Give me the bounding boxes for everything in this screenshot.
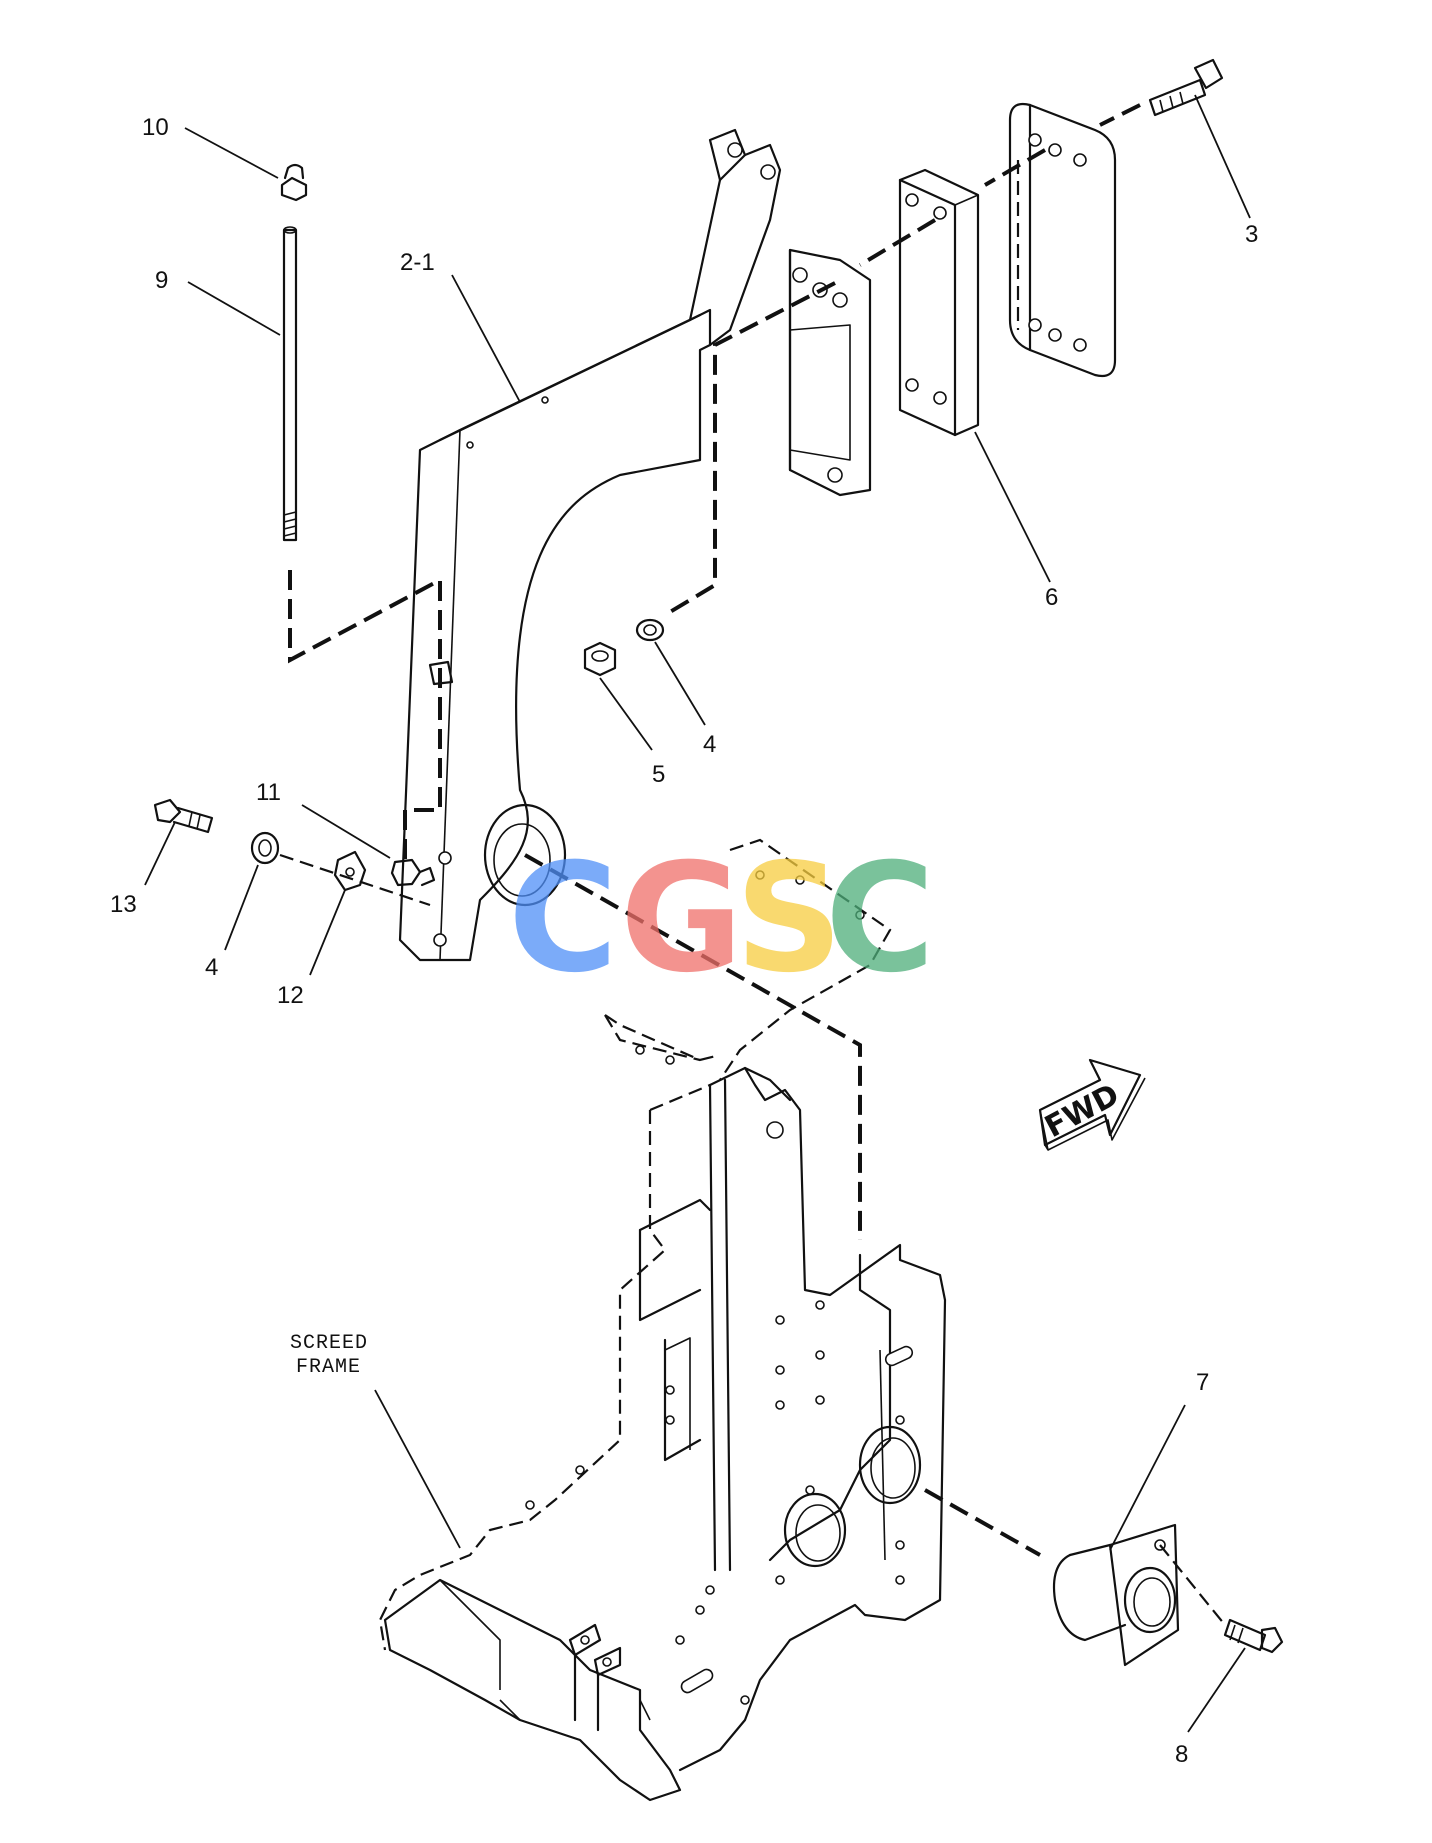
clip-part — [333, 850, 367, 892]
watermark-letter-g: G — [620, 832, 743, 1006]
bolt-part — [1148, 58, 1224, 117]
callout-8: 8 — [1175, 1741, 1188, 1768]
callout-13: 13 — [110, 891, 137, 918]
screed-frame-part — [378, 838, 947, 1802]
screed-frame-label-line2: FRAME — [296, 1356, 361, 1379]
callout-6: 6 — [1045, 584, 1058, 611]
bolt-part-8 — [1223, 1618, 1284, 1654]
screed-frame-label: SCREED FRAME — [290, 1332, 368, 1379]
callout-11: 11 — [256, 779, 281, 806]
watermark-letter-c2: C — [825, 832, 935, 1006]
watermark-letter-s: S — [735, 832, 843, 1006]
cgsc-watermark-logo: C G S C — [508, 832, 935, 1006]
nut-part — [583, 641, 617, 677]
washer-part — [635, 618, 665, 642]
fwd-direction-arrow: FWD — [1038, 1058, 1146, 1151]
callout-4-lower: 4 — [205, 954, 218, 981]
bolt-part-13 — [153, 798, 214, 834]
callout-4-upper: 4 — [703, 731, 716, 758]
elbow-fitting-part — [390, 858, 436, 887]
callout-numbers: 10 9 2-1 3 6 4 5 11 13 4 12 7 8 — [110, 114, 1258, 1768]
callout-7: 7 — [1196, 1369, 1209, 1396]
callout-3: 3 — [1245, 221, 1258, 248]
callout-2-1: 2-1 — [400, 249, 435, 276]
callout-10: 10 — [142, 114, 169, 141]
spacer-plate-part — [898, 168, 980, 437]
arm-bracket-part — [398, 128, 872, 962]
grease-tube-part — [282, 226, 298, 542]
callout-9: 9 — [155, 267, 168, 294]
fwd-label: FWD — [1039, 1077, 1125, 1145]
clamp-plate-part — [1008, 102, 1117, 378]
grease-fitting-part — [280, 163, 308, 202]
callout-12: 12 — [277, 982, 304, 1009]
leader-lines — [144, 94, 1251, 1733]
callout-5: 5 — [652, 761, 665, 788]
washer-part-left — [250, 831, 280, 865]
watermark-letter-c1: C — [508, 832, 618, 1006]
screed-frame-label-line1: SCREED — [290, 1332, 368, 1355]
